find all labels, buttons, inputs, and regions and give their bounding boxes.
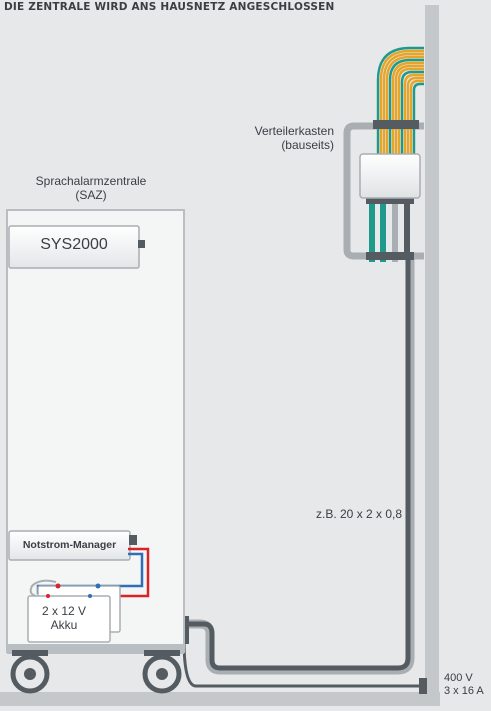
saz-title: Sprachalarmzentrale (SAZ) — [26, 174, 156, 202]
battery-terminal-blue-2 — [88, 594, 92, 598]
left-wheel — [10, 650, 50, 694]
distribution-box-label: Verteilerkasten (bauseits) — [230, 124, 334, 152]
box-outgoing-wires — [369, 200, 410, 262]
wire-clamp-top — [366, 198, 414, 204]
wire-clamp-bottom — [366, 252, 414, 260]
battery-link-wire — [29, 579, 57, 597]
distribution-frame — [343, 122, 424, 260]
battery-terminal-blue — [95, 583, 101, 589]
right-wheel — [142, 650, 182, 694]
distribution-box-label-line1: Verteilerkasten — [254, 124, 334, 138]
saz-title-line2: (SAZ) — [75, 188, 107, 202]
bundle-clamp — [373, 120, 419, 129]
sys2000-connector — [138, 240, 145, 248]
mains-connector — [419, 678, 427, 694]
mains-label: 400 V 3 x 16 A — [444, 672, 484, 698]
floor — [0, 692, 440, 706]
mains-label-line2: 3 x 16 A — [444, 685, 484, 697]
battery-terminal-red-2 — [46, 594, 50, 598]
wire-bundle — [376, 46, 424, 160]
battery-label: 2 x 12 V Akku — [28, 604, 100, 632]
saz-cabinet-base — [7, 644, 184, 654]
battery-label-line1: 2 x 12 V — [41, 604, 87, 618]
mains-label-line1: 400 V — [444, 672, 473, 684]
cable-spec-label: z.B. 20 x 2 x 0,8 — [316, 507, 403, 521]
power-manager-connector — [129, 535, 137, 545]
dark-signal-cable — [188, 255, 411, 671]
diagram-heading: DIE ZENTRALE WIRD ANS HAUSNETZ ANGESCHLO… — [4, 1, 335, 13]
distribution-box — [359, 153, 421, 199]
saz-cabinet — [6, 209, 185, 653]
sys2000-label: SYS2000 — [40, 236, 108, 253]
saz-title-line1: Sprachalarmzentrale — [35, 174, 147, 188]
battery-front — [27, 595, 111, 643]
mains-cable — [182, 630, 426, 688]
battery-label-line2: Akku — [50, 618, 78, 632]
power-manager-label: Notstrom-Manager — [22, 539, 117, 551]
power-manager-module — [8, 530, 131, 561]
battery-terminal-red — [55, 583, 61, 589]
wall — [425, 5, 439, 706]
distribution-box-label-line2: (bauseits) — [281, 138, 334, 152]
gray-floor-cable — [188, 255, 415, 675]
